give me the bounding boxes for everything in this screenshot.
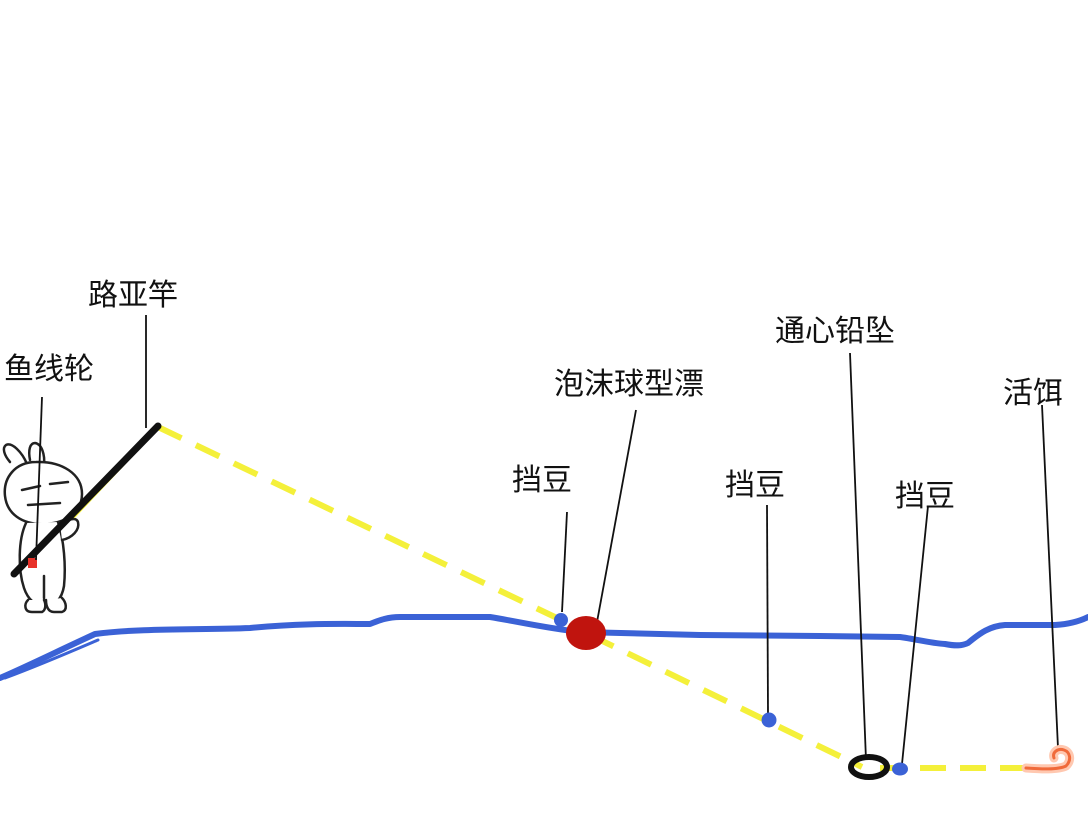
reel-icon [28,558,37,568]
fishing-line-float-to-sinker [588,632,864,770]
leader-bait [1041,404,1059,749]
label-bait: 活饵 [1003,376,1063,411]
stopper-bead-icon-3 [892,762,908,776]
label-float: 泡沫球型漂 [554,367,704,402]
leader-stopper-2 [766,504,769,715]
label-stopper-2: 挡豆 [725,468,785,503]
live-bait-icon [1021,745,1075,774]
label-rod: 路亚竿 [88,278,178,313]
label-stopper-1: 挡豆 [512,463,572,498]
fishing-rod-icon [10,422,162,578]
leader-float [596,409,637,623]
leader-sinker [849,352,867,761]
water-surface-line [0,614,1088,681]
leader-stopper-3 [901,505,929,765]
fishing-line-rod-to-float [156,424,584,633]
stopper-bead-icon [554,613,568,627]
rabbit-figure-icon [2,441,84,614]
shore-line [3,638,100,680]
label-sinker: 通心铅坠 [775,314,895,349]
float-icon [566,616,606,650]
label-reel: 鱼线轮 [4,352,94,387]
leader-stopper-1 [561,511,568,613]
leader-reel [35,396,43,561]
sinker-icon [848,754,890,780]
stopper-bead-icon-2 [761,712,777,728]
label-stopper-3: 挡豆 [895,479,955,514]
